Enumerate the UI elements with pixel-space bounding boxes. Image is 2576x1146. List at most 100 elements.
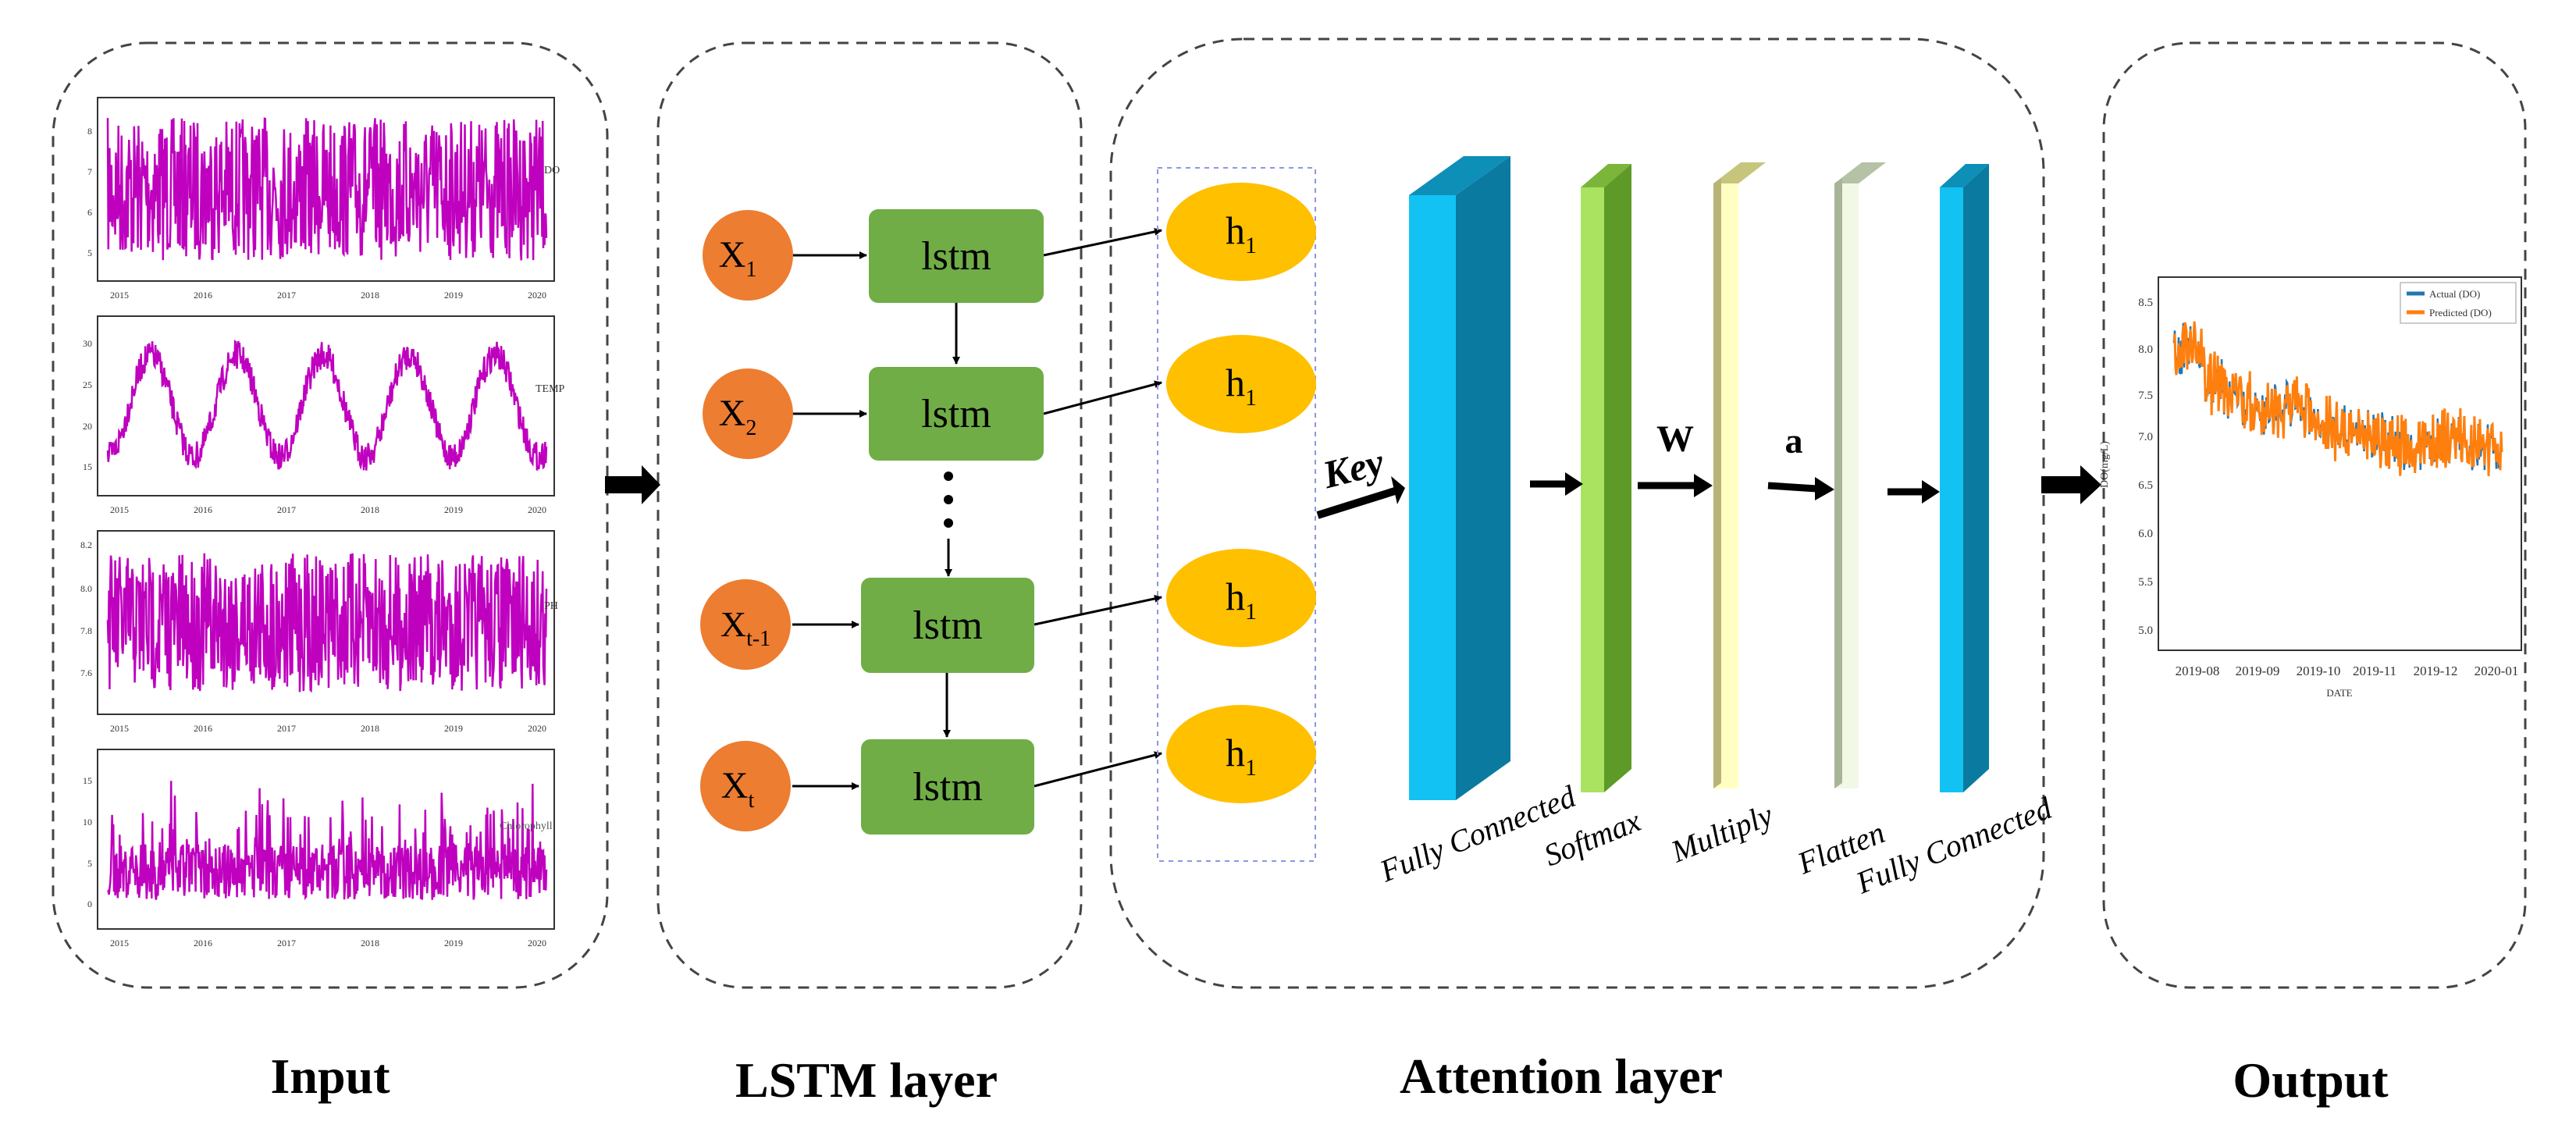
chart-frame <box>2158 276 2522 651</box>
series-label: DO <box>544 165 560 176</box>
w-label: W <box>1656 418 1694 460</box>
input-subscript: t <box>748 788 754 813</box>
series-line <box>106 340 548 471</box>
y-tick-labels: 0 5 10 15 <box>83 775 92 909</box>
lstm-section-frame <box>656 41 1083 989</box>
x-tick-label: 2015 <box>110 938 129 948</box>
series-line <box>106 117 548 261</box>
input-symbol: X <box>721 765 749 806</box>
legend-predicted: Predicted (DO) <box>2429 307 2492 319</box>
series-label: PH <box>544 600 558 612</box>
softmax-layer <box>1581 164 1631 792</box>
y-tick-label: 8.0 <box>2138 343 2153 356</box>
hidden-subscript: 1 <box>1245 755 1257 781</box>
hidden-subscript: 1 <box>1245 385 1257 411</box>
y-tick-label: 15 <box>83 461 92 472</box>
series-line <box>106 781 548 901</box>
layer-label-multiply: Multiply <box>1666 797 1778 870</box>
fully-connected-layer-2 <box>1940 164 1989 792</box>
input-node-x1: X1 <box>703 210 793 301</box>
lstm-to-attention-arrow <box>2041 465 2101 504</box>
hidden-state-group-frame <box>1157 167 1316 862</box>
x-tick-label: 2017 <box>277 938 296 948</box>
x-tick-labels: 2015 2016 2017 2018 2019 2020 <box>110 938 546 948</box>
x-tick-label: 2019 <box>444 290 463 301</box>
svg-text:h1: h1 <box>1226 361 1257 411</box>
x-tick-label: 2017 <box>277 290 296 301</box>
x-tick-label: 2019 <box>444 723 463 734</box>
x-tick-label: 2015 <box>110 723 129 734</box>
a-label: a <box>1785 421 1803 461</box>
x-tick-label: 2018 <box>361 723 379 734</box>
input-subscript: 2 <box>745 416 756 440</box>
chart-frame <box>97 749 555 930</box>
x-tick-label: 2020 <box>528 290 546 301</box>
lstm-connectors <box>792 227 1162 790</box>
y-tick-label: 7 <box>87 166 92 177</box>
svg-text:X1: X1 <box>719 234 757 282</box>
x-tick-label: 2018 <box>361 938 379 948</box>
predicted-series-line <box>2172 321 2503 476</box>
arrow-fc-to-softmax <box>1530 472 1583 496</box>
y-tick-label: 8 <box>87 126 92 137</box>
input-chart-ph: PH 7.6 7.8 8.0 8.2 2015 2016 2017 2018 2… <box>80 530 558 734</box>
svg-text:Xt: Xt <box>721 765 755 813</box>
x-tick-label: 2020 <box>528 723 546 734</box>
y-axis-label: DO(mg/L) <box>2099 441 2111 488</box>
series-line <box>106 553 548 693</box>
x-axis-label: DATE <box>2326 687 2352 699</box>
y-tick-label: 5 <box>87 247 92 258</box>
x-tick-label: 2019 <box>444 938 463 948</box>
hidden-symbol: h <box>1226 208 1245 252</box>
y-tick-label: 6 <box>87 207 92 218</box>
inter-layer-arrows: W a <box>1530 418 1940 504</box>
y-tick-label: 7.0 <box>2138 431 2153 443</box>
input-subscript: t-1 <box>746 627 770 651</box>
sequence-ellipsis-dots <box>944 472 953 528</box>
input-chart-temp: TEMP 15 20 25 30 2015 2016 2017 2018 201… <box>83 315 565 515</box>
x-tick-label: 2015 <box>110 290 129 301</box>
fully-connected-layer-1 <box>1409 156 1510 800</box>
a-arrow: a <box>1767 421 1834 500</box>
y-tick-label: 25 <box>83 379 92 390</box>
y-tick-label: 8.0 <box>80 583 92 594</box>
hidden-symbol: h <box>1226 361 1245 404</box>
attention-title: Attention layer <box>1400 1048 1723 1104</box>
y-tick-label: 30 <box>83 338 92 349</box>
lstm-cell-label: lstm <box>921 392 991 436</box>
hidden-state-2: h1 <box>1166 335 1316 433</box>
input-section-frame <box>52 41 609 989</box>
y-tick-label: 15 <box>83 775 92 786</box>
y-tick-label: 5 <box>87 858 92 869</box>
key-label: Key <box>1318 440 1389 497</box>
input-title: Input <box>271 1048 391 1104</box>
x-tick-label: 2019-11 <box>2353 664 2396 678</box>
multiply-layer <box>1713 162 1766 788</box>
flatten-layer <box>1834 162 1886 788</box>
x-tick-label: 2016 <box>194 504 212 515</box>
x-tick-label: 2020 <box>528 938 546 948</box>
hidden-subscript: 1 <box>1245 599 1257 625</box>
x-tick-label: 2016 <box>194 723 212 734</box>
x-tick-label: 2020 <box>528 504 546 515</box>
lstm-cell-1: lstm <box>869 209 1044 303</box>
lstm-cell-label: lstm <box>913 603 983 648</box>
arrow-flatten-to-fc <box>1888 480 1940 504</box>
x-tick-label: 2019-12 <box>2414 664 2458 678</box>
x-tick-label: 2016 <box>194 938 212 948</box>
x-tick-label: 2019 <box>444 504 463 515</box>
w-arrow: W <box>1638 418 1713 497</box>
lstm-cell-2: lstm <box>869 367 1044 461</box>
y-tick-label: 0 <box>87 899 92 909</box>
y-tick-labels: 5.0 5.5 6.0 6.5 7.0 7.5 8.0 8.5 <box>2138 297 2153 637</box>
attention-section-frame <box>1109 37 2045 989</box>
x-tick-labels: 2015 2016 2017 2018 2019 2020 <box>110 290 546 301</box>
series-label: TEMP <box>535 383 565 395</box>
legend-actual: Actual (DO) <box>2429 288 2480 300</box>
x-tick-labels: 2015 2016 2017 2018 2019 2020 <box>110 504 546 515</box>
y-tick-label: 5.5 <box>2138 576 2153 589</box>
svg-text:Xt-1: Xt-1 <box>720 604 770 651</box>
y-tick-labels: 5 6 7 8 <box>87 126 92 258</box>
y-tick-label: 8.5 <box>2138 297 2153 309</box>
